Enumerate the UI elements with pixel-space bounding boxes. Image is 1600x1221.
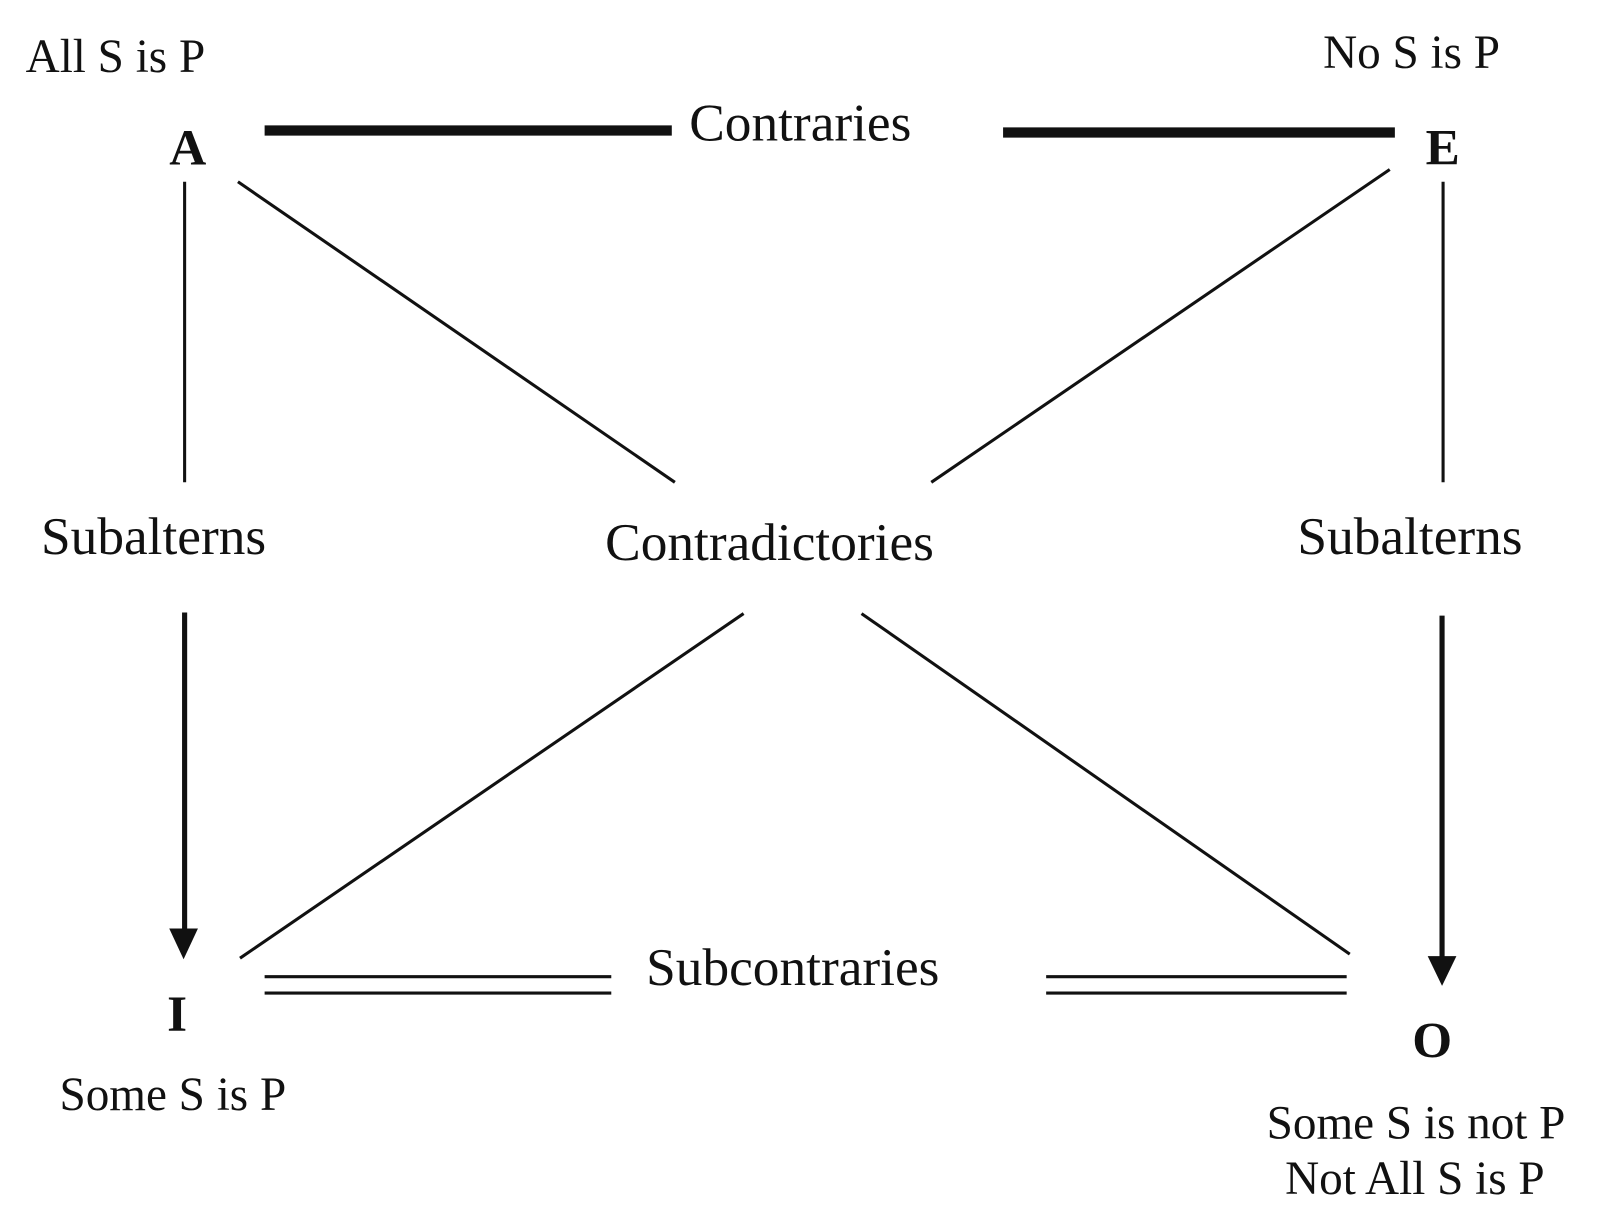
proposition-o-alt: Not All S is P <box>1285 1153 1544 1205</box>
proposition-e: No S is P <box>1323 27 1500 79</box>
proposition-o: Some S is not P <box>1267 1098 1566 1150</box>
contradictory-line-e <box>930 168 1391 484</box>
proposition-i: Some S is P <box>59 1069 286 1121</box>
arrowhead-down-icon <box>169 928 198 960</box>
contradictory-line-a <box>237 180 676 484</box>
vertex-o: O <box>1412 1013 1452 1070</box>
subcontraries-label: Subcontraries <box>646 937 939 997</box>
proposition-a: All S is P <box>26 31 206 83</box>
contradictories-label: Contradictories <box>605 512 934 572</box>
vertex-a: A <box>169 119 206 176</box>
vertex-e: E <box>1426 119 1460 176</box>
contraries-label: Contraries <box>689 93 911 153</box>
subalterns-right-label: Subalterns <box>1297 506 1522 566</box>
arrowhead-down-icon <box>1427 956 1457 986</box>
vertex-i: I <box>167 986 187 1043</box>
contradictory-line-o <box>860 612 1351 956</box>
subalterns-left-label: Subalterns <box>41 506 266 566</box>
contradictory-line-i <box>239 612 745 960</box>
